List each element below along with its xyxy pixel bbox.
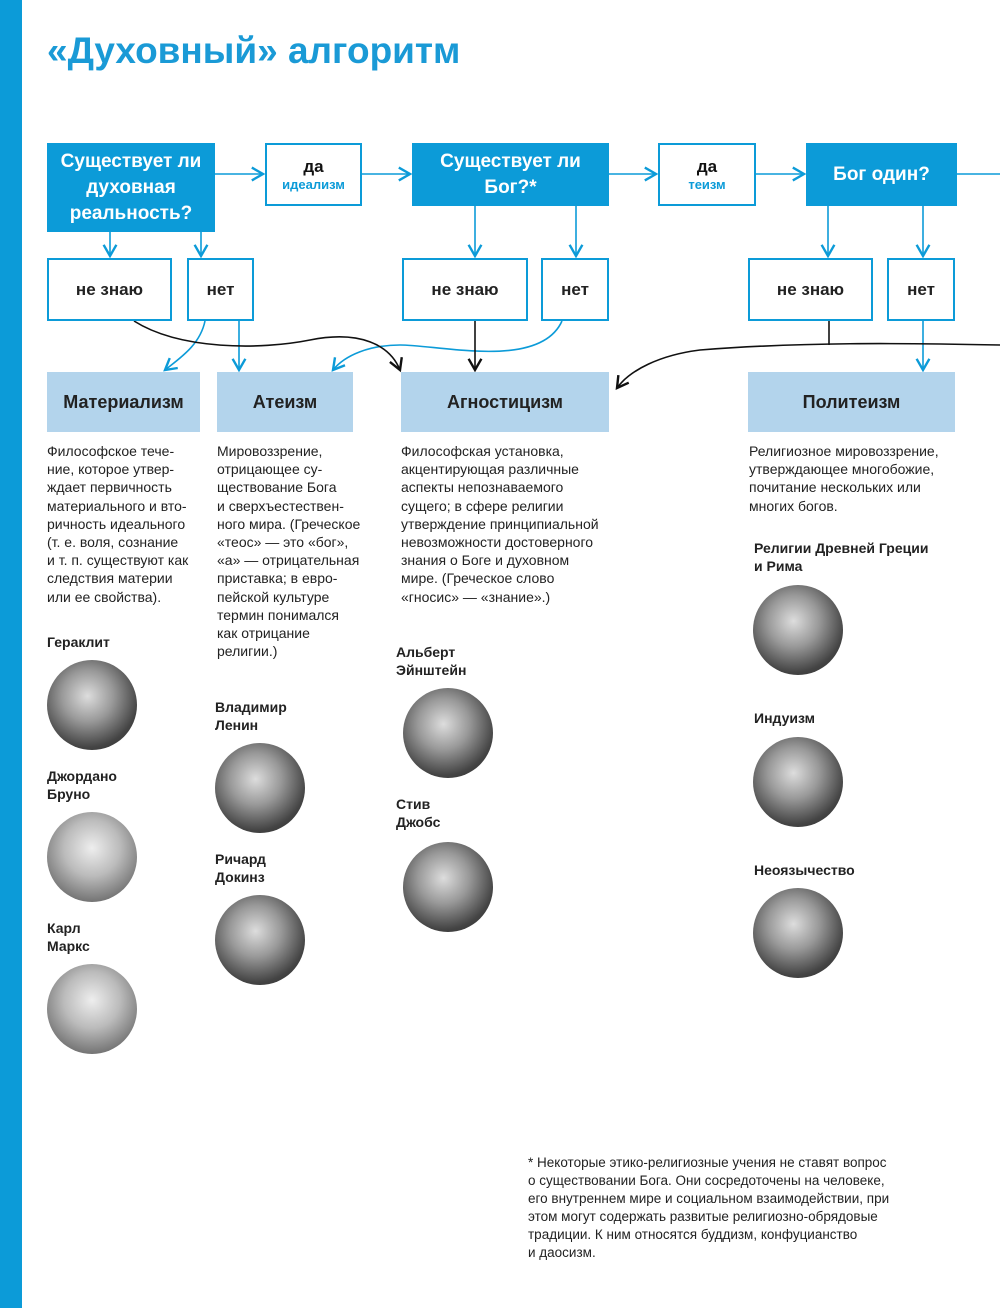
portrait-bruno [47,812,137,902]
page-edge-bar [0,0,22,1308]
yes-label: да [696,157,718,176]
image-ancient-greece-rome [753,585,843,675]
question-spiritual-reality: Существует ли духовная реальность? [47,143,215,232]
question-god-exists: Существует ли Бог?* [412,143,609,206]
portrait-lenin [215,743,305,833]
theism-label: теизм [688,177,726,192]
image-hinduism [753,737,843,827]
portrait-marx [47,964,137,1054]
person-name: Стив Джобс [396,796,441,830]
answer-dont-know: не знаю [47,258,172,321]
portrait-dawkins [215,895,305,985]
result-polytheism: Политеизм [748,372,955,432]
person-name: Джордано Бруно [47,768,117,802]
page-title: «Духовный» алгоритм [47,30,461,71]
result-materialism: Материализм [47,372,200,432]
portrait-jobs [403,842,493,932]
question-one-god: Бог один? [806,143,957,206]
yes-label: да [303,157,324,176]
atheism-description: Мировоззрение, отрицающее су- ществовани… [217,443,361,660]
materialism-description: Философское тече- ние, которое утвер- жд… [47,443,189,605]
portrait-einstein [403,688,493,778]
religion-name: Религии Древней Греции и Рима [754,540,929,574]
answer-dont-know: не знаю [402,258,528,321]
answer-dont-know: не знаю [748,258,873,321]
agnosticism-description: Философская установка, акцентирующая раз… [401,443,599,605]
result-agnosticism: Агностицизм [401,372,609,432]
person-name: Владимир Ленин [215,699,287,733]
answer-no: нет [887,258,955,321]
answer-no: нет [187,258,254,321]
person-name: Ричард Докинз [215,851,266,885]
result-atheism: Атеизм [217,372,353,432]
religion-name: Индуизм [754,710,815,726]
religion-name: Неоязычество [754,862,855,878]
polytheism-description: Религиозное мировоззрение, утверждающее … [749,443,939,514]
person-name: Карл Маркс [47,920,90,954]
image-neopaganism [753,888,843,978]
person-name: Гераклит [47,634,110,650]
idealism-label: идеализм [282,177,345,192]
portrait-heraclitus [47,660,137,750]
footnote: * Некоторые этико-религиозные учения не … [528,1155,890,1260]
person-name: Альберт Эйнштейн [396,644,467,678]
answer-no: нет [541,258,609,321]
